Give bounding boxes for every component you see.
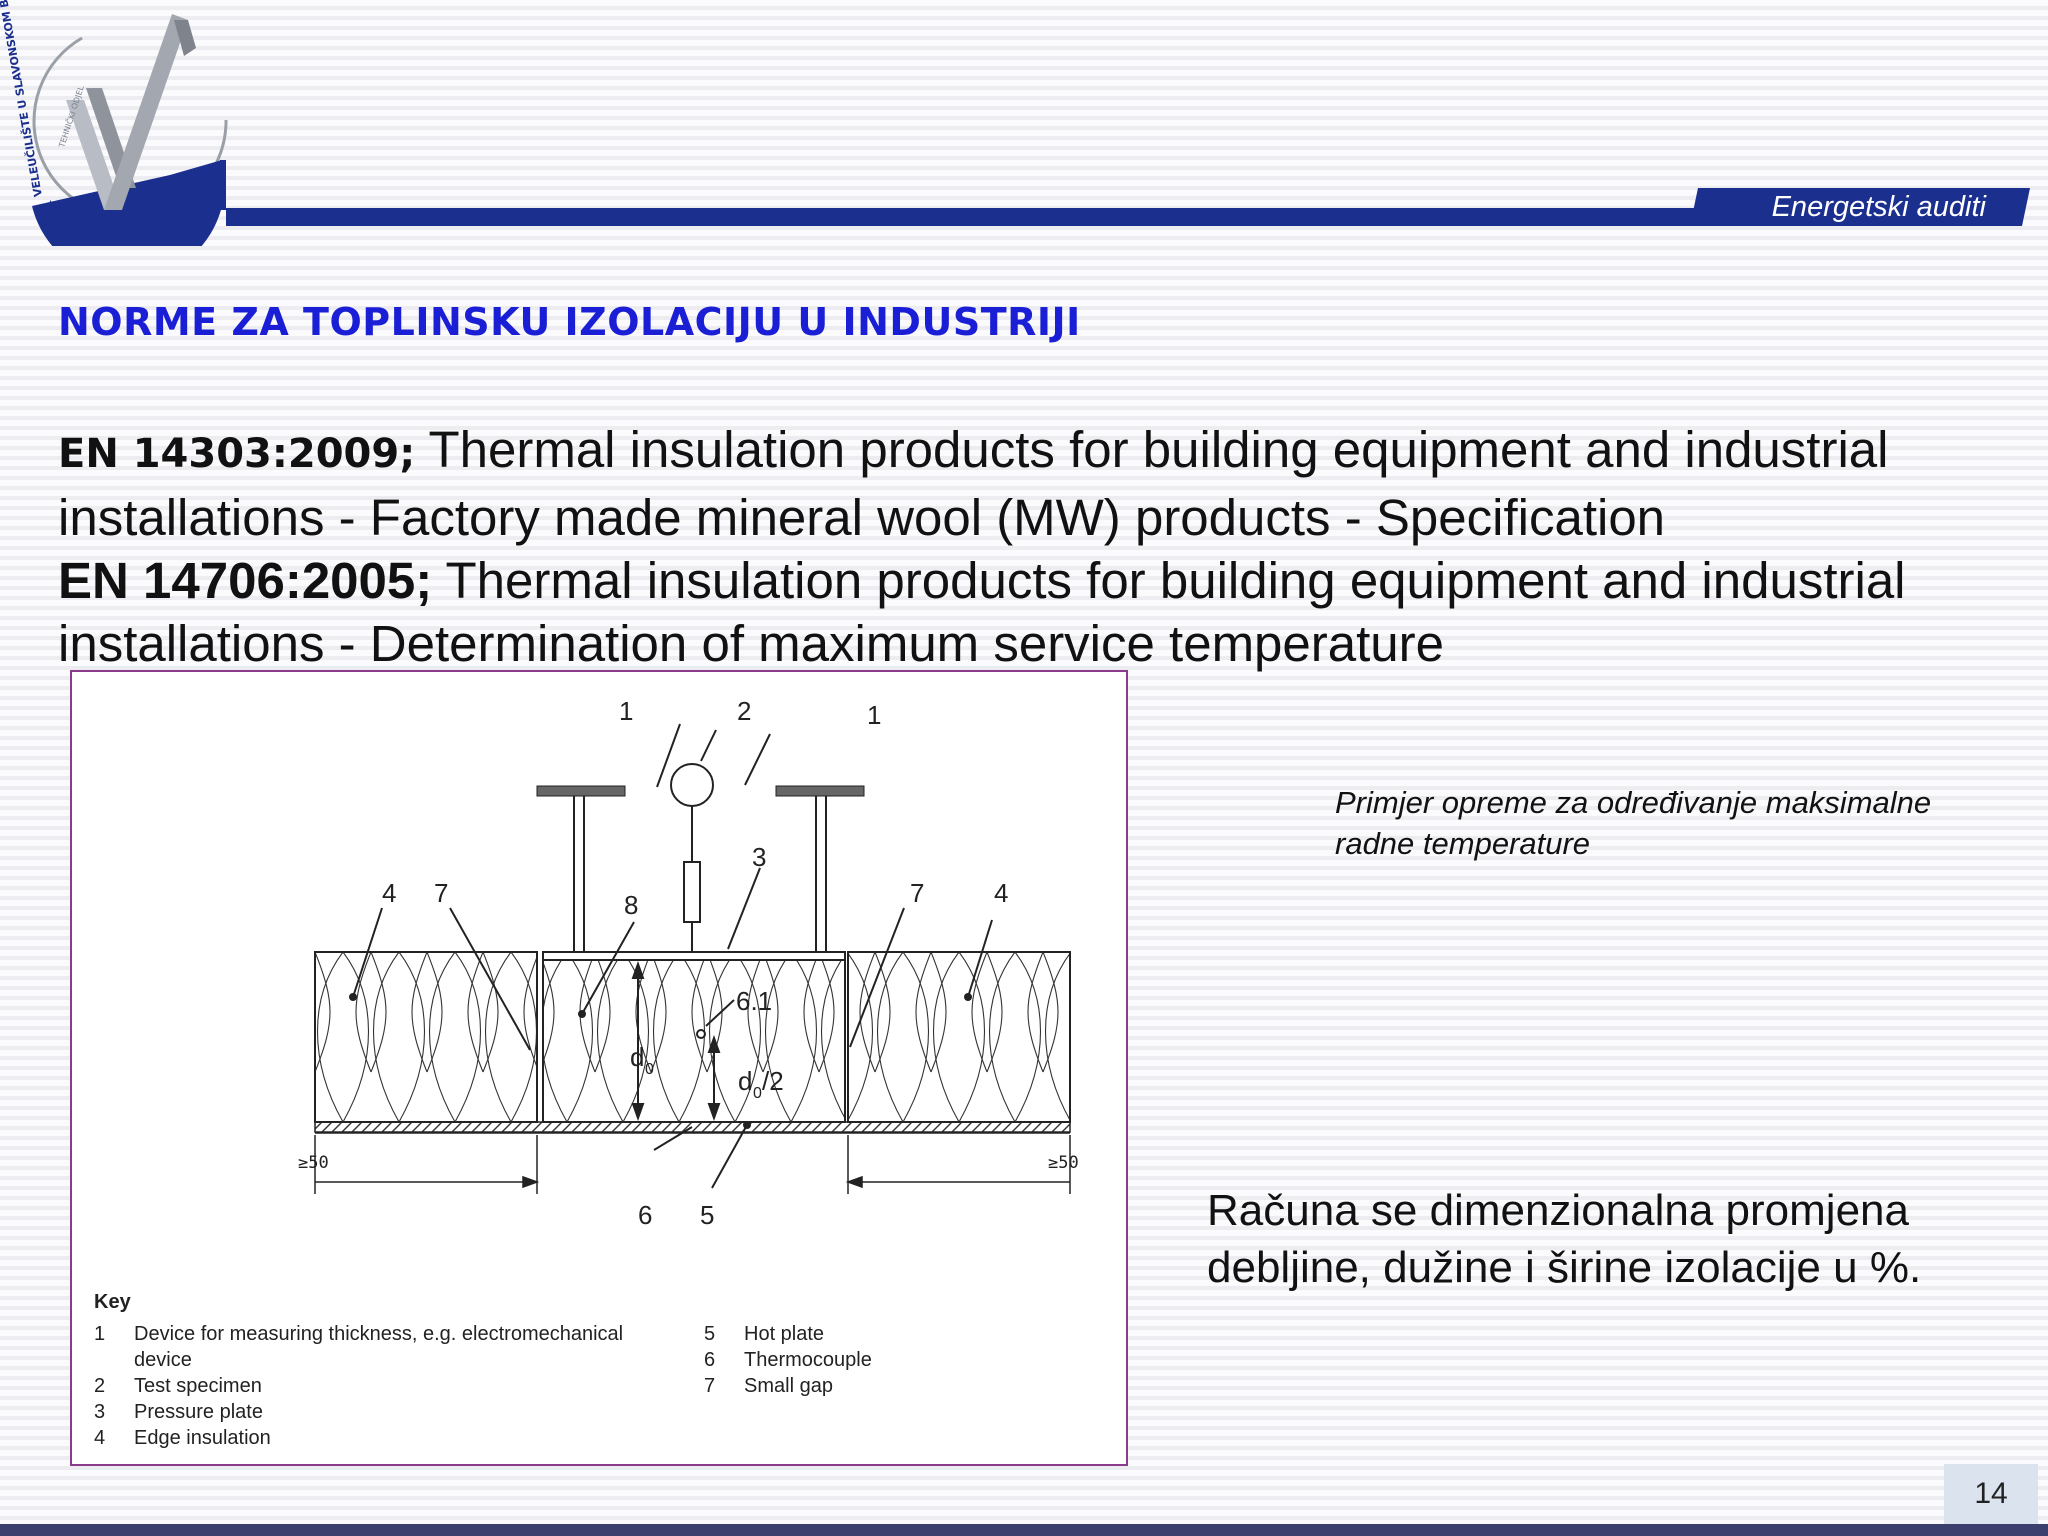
standard-description: Thermal insulation products for building…: [58, 552, 1906, 672]
edge-insulation-left: [314, 951, 538, 1123]
measuring-device-right: [775, 785, 865, 797]
edge-insulation-right: [847, 951, 1071, 1123]
key-text: Edge insulation: [134, 1427, 271, 1449]
measuring-device-left: [536, 785, 626, 797]
hot-plate: [314, 1121, 1071, 1133]
callout-label: 6.1: [736, 986, 772, 1016]
standard-description: Thermal insulation products for building…: [58, 421, 1889, 546]
header-bar: [226, 208, 1696, 226]
dimension-label: d: [738, 1066, 752, 1096]
key-number: 7: [704, 1375, 715, 1397]
key-number: 3: [94, 1401, 105, 1423]
callout-label: 4: [382, 878, 396, 908]
test-apparatus-figure: 1 2 1 3 4 7 8 7 4 6.1 6 5 d 0 d 0 /2 ≥50…: [70, 670, 1128, 1466]
standard-code: EN 14706:2005;: [58, 552, 433, 609]
callout-label: 4: [994, 878, 1008, 908]
callout-label: 1: [867, 700, 881, 730]
dimension-label: d: [630, 1042, 644, 1072]
callout-label: 5: [700, 1200, 714, 1230]
pressure-plate: [542, 951, 846, 961]
key-number: 4: [94, 1427, 105, 1449]
callout-label: 2: [737, 696, 751, 726]
callout-label: 8: [624, 890, 638, 920]
key-number: 6: [704, 1349, 715, 1371]
standard-code: EN 14303:2009;: [58, 431, 416, 477]
key-text: Thermocouple: [744, 1349, 872, 1371]
key-number: 5: [704, 1323, 715, 1345]
slide-title: NORME ZA TOPLINSKU IZOLACIJU U INDUSTRIJ…: [58, 300, 1081, 344]
dial-gauge: [670, 763, 714, 807]
callout-label: 7: [434, 878, 448, 908]
key-text: Small gap: [744, 1375, 833, 1397]
dimension-label: ≥50: [1048, 1153, 1079, 1173]
key-title: Key: [94, 1291, 132, 1313]
test-specimen: [542, 959, 846, 1123]
key-number: 1: [94, 1323, 105, 1345]
key-text: Test specimen: [134, 1375, 262, 1397]
footer-bar: [0, 1524, 2048, 1536]
logo-text: VELEUČILIŠTE U SLAVONSKOM BRODU: [0, 0, 45, 198]
header-tab: Energetski auditi: [1690, 188, 2030, 226]
standard-item: EN 14706:2005; Thermal insulation produc…: [58, 549, 1958, 675]
key-number: 2: [94, 1375, 105, 1397]
key-text: Pressure plate: [134, 1401, 263, 1423]
equipment-caption: Primjer opreme za određivanje maksimalne…: [1335, 785, 1932, 861]
callout-label: 7: [910, 878, 924, 908]
dimension-label: 0: [753, 1085, 762, 1102]
institution-logo: VELEUČILIŠTE U SLAVONSKOM BRODU TEHNIČKI…: [0, 0, 228, 246]
key-text: device: [134, 1349, 192, 1371]
standard-item: EN 14303:2009; Thermal insulation produc…: [58, 418, 1958, 549]
callout-label: 1: [619, 696, 633, 726]
dimension-label: /2: [762, 1066, 784, 1096]
callout-label: 6: [638, 1200, 652, 1230]
standards-list: EN 14303:2009; Thermal insulation produc…: [58, 418, 1958, 675]
dimension-label: 0: [645, 1061, 654, 1078]
dimension-label: ≥50: [298, 1153, 329, 1173]
callout-label: 3: [752, 842, 766, 872]
page-number: 14: [1944, 1464, 2038, 1524]
calculation-note: Računa se dimenzionalna promjena debljin…: [1207, 1186, 1922, 1292]
key-text: Hot plate: [744, 1323, 824, 1345]
key-text: Device for measuring thickness, e.g. ele…: [134, 1323, 623, 1345]
